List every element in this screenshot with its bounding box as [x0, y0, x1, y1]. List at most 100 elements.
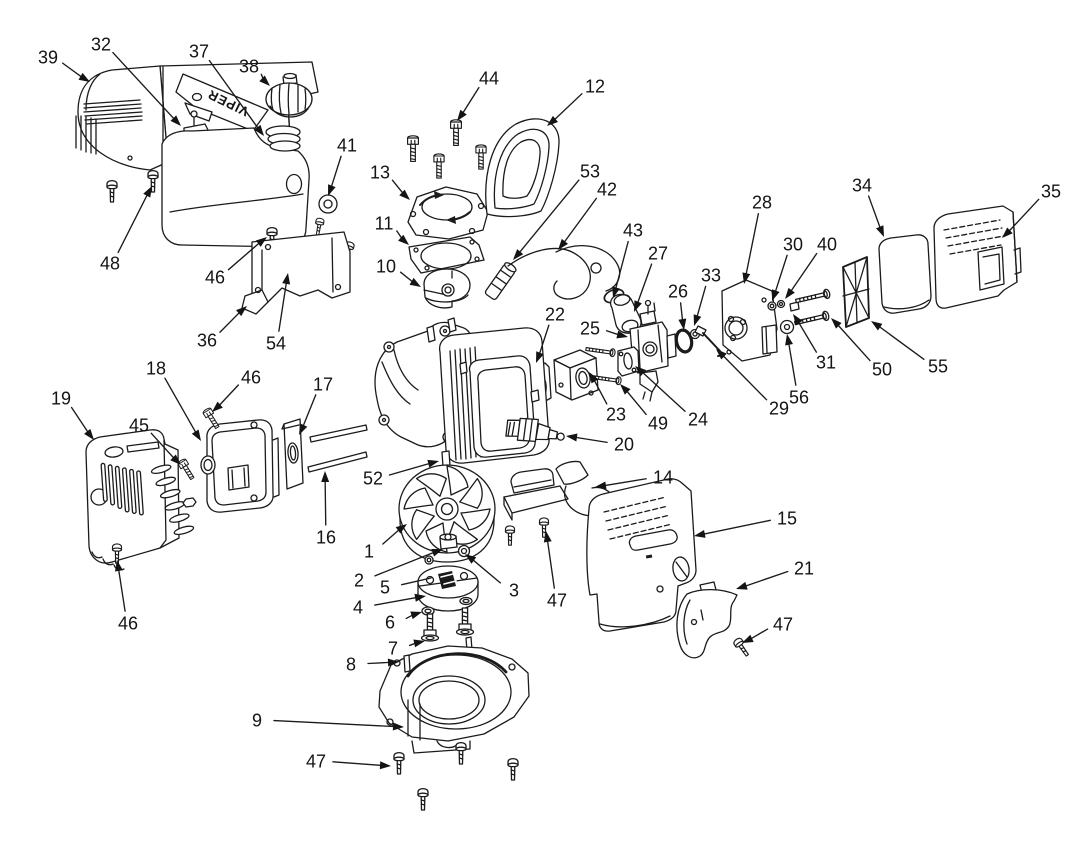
bolt: [433, 153, 445, 179]
callout-label: 12: [585, 77, 605, 97]
leader-line: [636, 263, 653, 305]
housing-gasket: [408, 236, 485, 274]
callout-label: 56: [789, 388, 809, 408]
leader-line: [797, 320, 818, 353]
muffler-gasket: [281, 418, 304, 490]
callout-label: 27: [648, 244, 668, 264]
callout-label: 50: [872, 360, 892, 380]
intake-manifold: [553, 349, 599, 401]
leader-arrowhead: [694, 529, 706, 538]
fuel-cap: [265, 72, 313, 118]
leader-arrowhead: [212, 401, 223, 412]
callout-label: 23: [606, 405, 626, 425]
callout-label: 5: [380, 578, 390, 598]
callout-label: 29: [769, 399, 789, 419]
leader-arrowhead: [736, 581, 748, 590]
leader-arrowhead: [634, 300, 642, 312]
leader-line: [614, 240, 629, 291]
leader-arrowhead: [114, 560, 123, 572]
leader-arrowhead: [693, 314, 702, 326]
leader-arrowhead: [547, 115, 559, 126]
bolt: [455, 607, 475, 636]
leader-line: [789, 252, 818, 293]
callout-label: 24: [688, 410, 708, 430]
callout-label: 39: [38, 48, 58, 68]
leader-line: [743, 570, 789, 588]
leader-line: [278, 281, 288, 332]
callout-label: 15: [777, 509, 797, 529]
leader-arrowhead: [871, 321, 883, 331]
air-filter-cover: [933, 205, 1022, 309]
leader-arrowhead: [876, 225, 884, 237]
leader-line: [471, 558, 501, 584]
housing-bolts: [407, 119, 487, 179]
leader-arrowhead: [772, 289, 780, 301]
callout-label: 52: [363, 469, 383, 489]
plug-cover: [676, 581, 738, 659]
fuel-tank: [161, 127, 310, 248]
leader-line: [324, 479, 327, 526]
muffler-studs: [307, 424, 368, 473]
callout-label: 49: [648, 414, 668, 434]
leader-line: [117, 568, 126, 612]
callout-label: 10: [376, 257, 396, 277]
leader-arrowhead: [785, 287, 795, 299]
callout-label: 9: [252, 711, 262, 731]
leader-line: [70, 406, 90, 434]
leader-line: [227, 241, 261, 271]
leader-line: [788, 342, 797, 386]
leader-line: [391, 179, 405, 195]
leader-line: [836, 323, 871, 362]
carburetor: [629, 299, 677, 402]
kill-switch-wire: [484, 247, 591, 300]
callout-label: 41: [337, 136, 357, 156]
leader-line: [641, 371, 686, 412]
cylinder: [438, 327, 550, 464]
callout-label: 8: [346, 655, 356, 675]
leader-line: [774, 254, 788, 294]
callout-label: 17: [313, 375, 333, 395]
leader-line: [218, 384, 240, 407]
leader-line: [401, 577, 432, 586]
module-screws: [504, 517, 550, 546]
callout-label: 1: [364, 542, 374, 562]
flywheel-washers: [424, 544, 471, 565]
bolt: [475, 144, 487, 170]
callout-label: 13: [370, 163, 390, 183]
callout-label: 47: [306, 752, 326, 772]
leader-arrowhead: [742, 634, 754, 643]
leader-arrowhead: [259, 75, 270, 86]
leader-arrowhead: [414, 593, 426, 602]
tank-bracket: [241, 231, 351, 315]
leader-arrowhead: [282, 273, 291, 285]
foam-filter: [878, 234, 932, 314]
callout-label: 26: [668, 282, 688, 302]
callout-label: 28: [752, 193, 772, 213]
leader-line: [367, 661, 391, 665]
carb-o-ring: [674, 328, 694, 354]
leader-arrowhead: [635, 366, 646, 377]
bolt: [176, 457, 197, 482]
leader-arrowhead: [191, 429, 201, 441]
leader-arrowhead: [543, 531, 552, 543]
clutch-assembly: [417, 565, 479, 616]
leader-arrowhead: [254, 124, 264, 136]
leader-arrowhead: [321, 471, 330, 483]
callout-label: 43: [623, 221, 643, 241]
throttle-cable: [555, 245, 621, 292]
clutch-bolts: [420, 607, 475, 652]
leader-arrowhead: [558, 238, 569, 250]
carry-handle: [485, 118, 560, 218]
muffler-cover: [85, 429, 195, 571]
leader-line: [382, 528, 401, 545]
callout-label: 48: [100, 254, 120, 274]
screw: [417, 787, 429, 811]
leader-arrowhead: [328, 184, 336, 196]
callout-label: 46: [241, 368, 261, 388]
leader-arrowhead: [1002, 227, 1013, 238]
muffler-bolts: [111, 406, 222, 564]
leader-line: [553, 93, 583, 121]
leader-line: [388, 462, 431, 476]
leader-line: [302, 394, 317, 428]
leader-line: [574, 436, 608, 444]
